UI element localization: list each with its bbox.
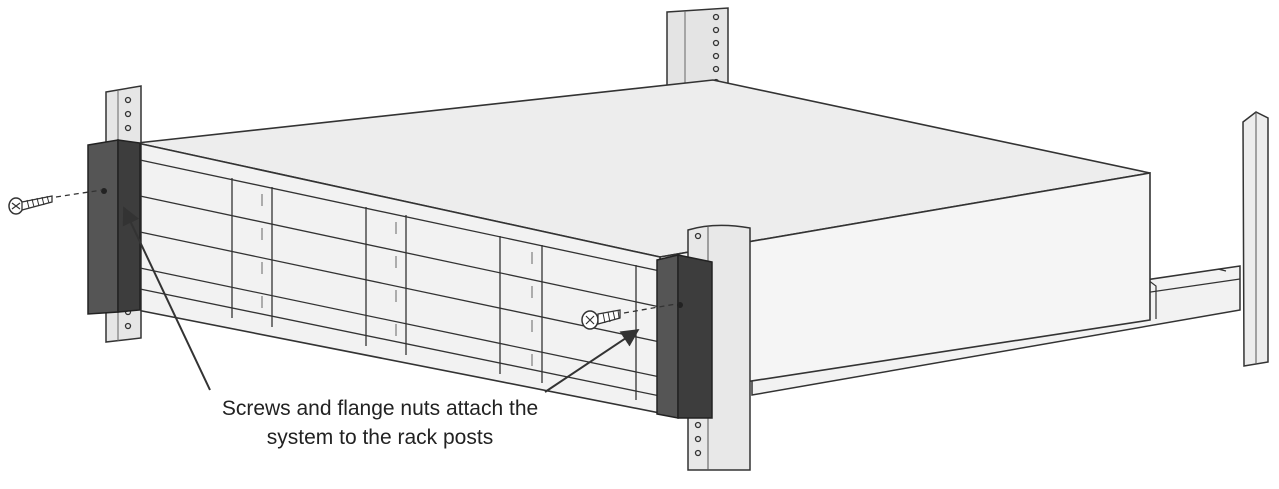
caption-line-1: Screws and flange nuts attach the: [221, 397, 539, 420]
drive-latch-marks: [261, 194, 533, 366]
right-mounting-ear: [656, 254, 713, 419]
callout-arrow-right: [544, 329, 640, 393]
rear-right-rack-post: [1242, 111, 1269, 367]
caption-line-2: system to the rack posts: [266, 426, 494, 449]
drive-bays: [139, 159, 661, 400]
right-screw-icon: [581, 303, 677, 330]
callout-caption: Screws and flange nuts attach the system…: [150, 394, 610, 452]
left-screw-icon: [8, 189, 103, 215]
callout-arrow-left: [122, 206, 211, 391]
